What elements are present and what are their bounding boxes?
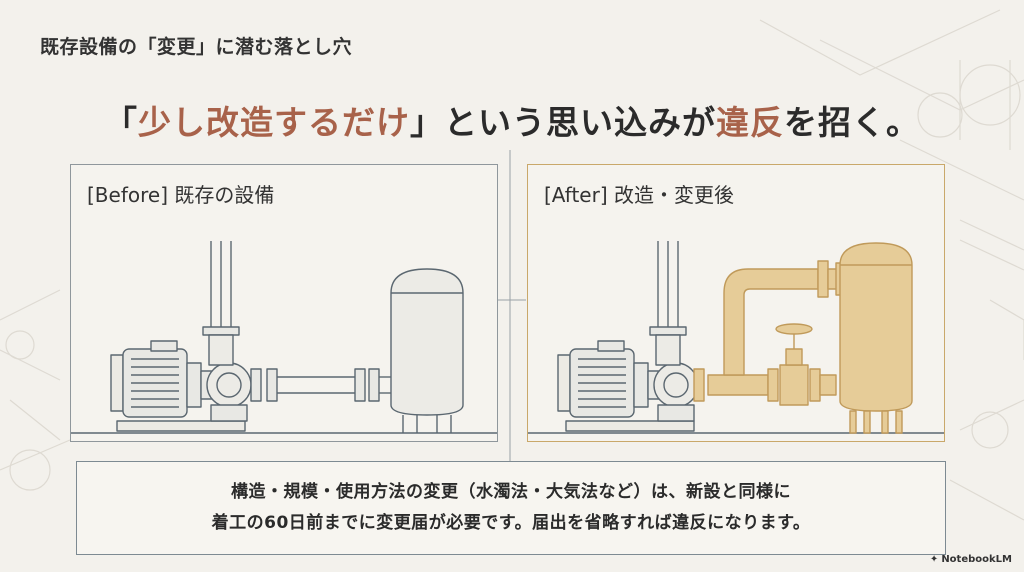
before-panel-title: [Before] 既存の設備 [87, 183, 275, 207]
panel-divider [496, 150, 526, 462]
before-motor [110, 340, 202, 418]
brand-watermark: ✦ NotebookLM [930, 554, 1012, 565]
headline: 「少し改造するだけ」という思い込みが違反を招く。 [0, 96, 1024, 144]
notebook-icon: ✦ [929, 554, 939, 565]
before-horizontal-pipe [250, 368, 391, 402]
headline-accent-1: 少し改造するだけ [138, 103, 410, 142]
after-motor [557, 340, 649, 418]
before-pump [200, 362, 252, 422]
after-panel-title: [After] 改造・変更後 [544, 183, 734, 207]
before-vertical-pipe [202, 241, 240, 366]
after-vertical-pipe [649, 241, 687, 366]
headline-part-1: 「 [104, 103, 138, 142]
slide-label: 既存設備の「変更」に潜む落とし穴 [40, 36, 353, 58]
headline-part-3: を招く。 [784, 103, 920, 142]
before-diagram [71, 241, 497, 434]
requirement-note-line-2: 着工の60日前までに変更届が必要です。届出を省略すれば違反になります。 [211, 513, 811, 533]
headline-part-2: 」という思い込みが [410, 103, 716, 142]
added-piping [693, 242, 913, 434]
requirement-note-line-1: 構造・規模・使用方法の変更（水濁法・大気法など）は、新設と同様に [231, 482, 791, 502]
before-panel: [Before] 既存の設備 [70, 164, 498, 442]
after-tank [839, 242, 913, 434]
headline-accent-2: 違反 [716, 103, 784, 142]
before-base-plate [116, 420, 246, 432]
after-base-plate [565, 420, 695, 432]
after-diagram [528, 241, 944, 434]
added-valve [775, 323, 813, 406]
brand-name: NotebookLM [941, 554, 1012, 565]
after-pump [647, 362, 699, 422]
after-panel: [After] 改造・変更後 [527, 164, 945, 442]
before-tank [390, 268, 464, 433]
requirement-note: 構造・規模・使用方法の変更（水濁法・大気法など）は、新設と同様に 着工の60日前… [76, 461, 946, 555]
